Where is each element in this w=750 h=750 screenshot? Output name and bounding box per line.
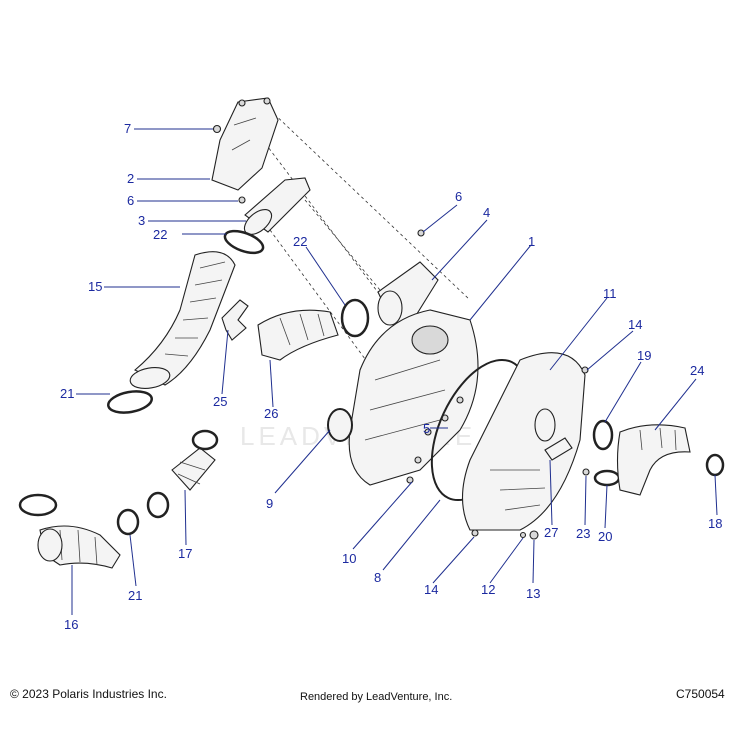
leader-lines [71,128,718,615]
part-9-seal[interactable] [327,408,353,442]
part-22-clamp-mid[interactable] [340,298,370,338]
callout-4[interactable]: 4 [483,205,490,220]
callout-5[interactable]: 5 [423,421,430,436]
part-14-screw-bottom[interactable] [471,529,479,537]
copyright-text: © 2023 Polaris Industries Inc. [10,687,167,701]
callout-labels: 7 2 6 3 22 15 21 25 26 22 6 4 1 5 9 10 8… [60,121,722,632]
callout-21-upper[interactable]: 21 [60,386,74,401]
part-3-intake-adapter[interactable] [240,177,311,239]
callout-18[interactable]: 18 [708,516,722,531]
callout-2[interactable]: 2 [127,171,134,186]
part-16-lower-duct[interactable] [37,525,121,569]
part-4-cover-adapter[interactable] [377,261,439,326]
callout-9[interactable]: 9 [266,496,273,511]
part-24-outlet-duct[interactable] [616,424,691,496]
callout-14-lower[interactable]: 14 [424,582,438,597]
part-17-coupler[interactable] [171,447,216,491]
callout-11[interactable]: 11 [603,286,617,301]
part-1-inner-clutch-cover[interactable] [348,309,479,486]
callout-26[interactable]: 26 [264,406,278,421]
callout-23[interactable]: 23 [576,526,590,541]
callout-19[interactable]: 19 [637,348,651,363]
part-21-clamp-left[interactable] [107,388,154,415]
part-25-bracket[interactable] [221,299,249,341]
part-19-clamp[interactable] [592,419,614,451]
part-6-screw[interactable] [238,196,246,204]
callout-24[interactable]: 24 [690,363,704,378]
part-18-clamp[interactable] [705,453,725,477]
callout-22-mid[interactable]: 22 [293,234,307,249]
callout-13[interactable]: 13 [526,586,540,601]
callout-7[interactable]: 7 [124,121,131,136]
part-22-clamp[interactable] [222,227,266,258]
callout-25[interactable]: 25 [213,394,227,409]
part-12-washer[interactable] [519,531,527,539]
part-17-clamp-lower[interactable] [146,491,170,519]
callout-3[interactable]: 3 [138,213,145,228]
callout-6-right[interactable]: 6 [455,189,462,204]
callout-16[interactable]: 16 [64,617,78,632]
part-23-screw[interactable] [582,468,590,476]
callout-20[interactable]: 20 [598,529,612,544]
part-11-outer-clutch-cover[interactable] [462,352,586,531]
part-13-nut[interactable] [529,530,539,540]
callout-1[interactable]: 1 [528,234,535,249]
part-16-clamp[interactable] [18,493,58,517]
callout-8[interactable]: 8 [374,570,381,585]
part-15-intake-duct[interactable] [129,251,236,392]
part-20-clamp[interactable] [593,469,621,487]
part-14-screw-top[interactable] [581,366,589,374]
part-6-screw-right[interactable] [417,229,425,237]
callout-27[interactable]: 27 [544,525,558,540]
rendered-by-text: Rendered by LeadVenture, Inc. [300,691,453,703]
part-27-decal[interactable] [544,437,573,461]
part-7-screw[interactable] [212,124,222,134]
callout-12[interactable]: 12 [481,582,495,597]
part-10-screws[interactable] [406,456,422,484]
callout-6-left[interactable]: 6 [127,193,134,208]
callout-14-upper[interactable]: 14 [628,317,642,332]
callout-10[interactable]: 10 [342,551,356,566]
diagram-code: C750054 [676,687,725,701]
callout-21-lower[interactable]: 21 [128,588,142,603]
callout-15[interactable]: 15 [88,279,102,294]
callout-22-left[interactable]: 22 [153,227,167,242]
part-17-clamp-upper[interactable] [191,429,219,451]
part-26-duct-elbow[interactable] [257,309,339,361]
part-2-heat-shield[interactable] [211,97,279,191]
callout-17[interactable]: 17 [178,546,192,561]
part-21-clamp-lower[interactable] [116,508,140,536]
